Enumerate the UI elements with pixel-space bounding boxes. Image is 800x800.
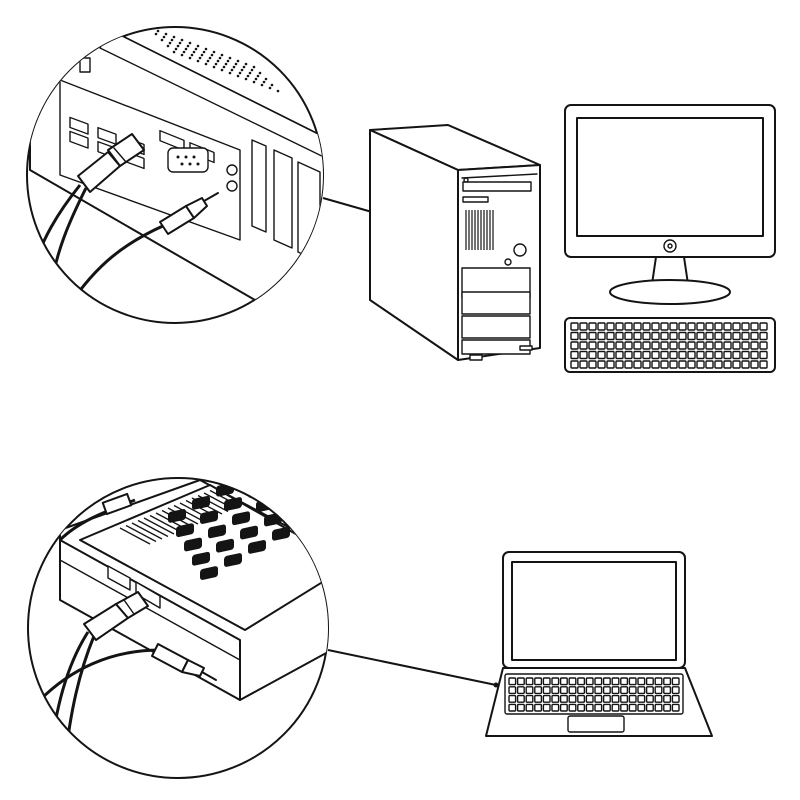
desktop-connection-panel	[26, 26, 776, 373]
laptop-icon	[485, 551, 713, 737]
laptop-usb-ports	[107, 565, 161, 609]
laptop-callout-leader	[327, 649, 497, 686]
desktop-callout-leader	[322, 197, 373, 213]
vga-port	[167, 147, 209, 173]
laptop-side-ports-zoom	[27, 477, 329, 779]
tower-icon	[369, 124, 541, 361]
laptop-connection-panel	[27, 477, 713, 779]
keyboard-icon	[564, 317, 776, 373]
desktop-rear-ports-zoom	[26, 26, 324, 324]
monitor-icon	[564, 104, 776, 305]
laptop-audio-jack-icon	[38, 643, 217, 702]
audio-ports	[226, 164, 238, 192]
